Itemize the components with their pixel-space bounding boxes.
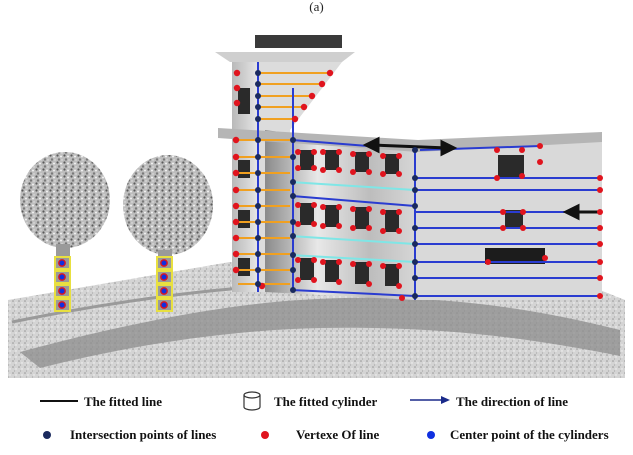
intersection-point-icon (42, 430, 52, 440)
legend-fitted-cylinder: The fitted cylinder (274, 394, 377, 410)
direction-arrow-icon (410, 394, 450, 406)
legend: The fitted line The fitted cylinder The … (0, 388, 633, 455)
fitted-line-icon (40, 398, 78, 404)
legend-fitted-line: The fitted line (84, 394, 162, 410)
legend-center-points: Center point of the cylinders (450, 427, 609, 443)
legend-vertex-of-line: Vertexe Of line (296, 427, 379, 443)
vertex-point-icon (260, 430, 270, 440)
legend-line-direction: The direction of line (456, 394, 568, 410)
tower-roof (255, 35, 342, 48)
cylinder-icon (242, 391, 262, 411)
tower-top (215, 52, 355, 62)
point-cloud-scene (0, 14, 633, 386)
panel-label: (a) (0, 0, 633, 14)
legend-intersection-points: Intersection points of lines (70, 427, 216, 443)
center-point-icon (426, 430, 436, 440)
